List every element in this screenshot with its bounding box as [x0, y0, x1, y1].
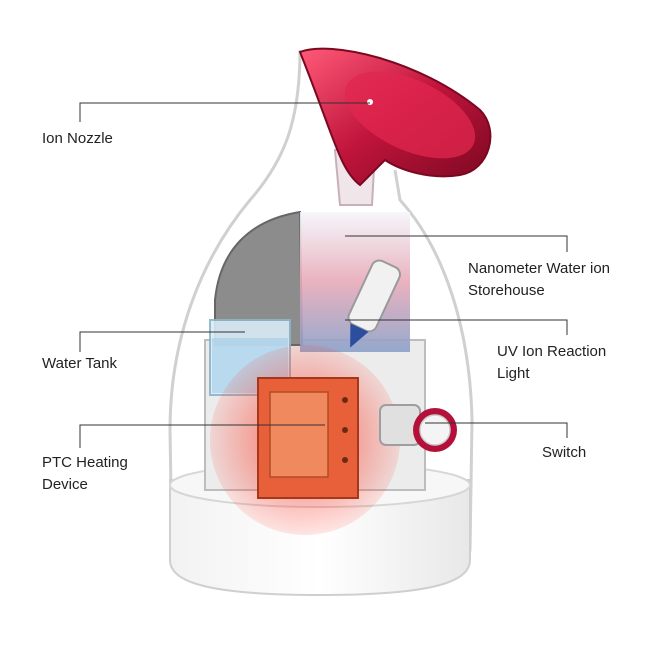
label-uv-ion-reaction-light: UV Ion Reaction Light: [497, 341, 606, 385]
label-ion-nozzle: Ion Nozzle: [42, 128, 113, 150]
ptc-text-line1: PTC Heating: [42, 454, 128, 471]
leader-line-ion-nozzle: [79, 102, 370, 122]
nozzle-highlight: [367, 99, 373, 105]
leader-line-nanometer: [345, 235, 568, 252]
ptc-text-line2: Device: [42, 476, 88, 493]
ion-nozzle-mouth: [344, 71, 476, 159]
label-ptc-heating-device: PTC Heating Device: [42, 452, 128, 496]
switch-knob: [419, 414, 451, 446]
label-water-tank: Water Tank: [42, 353, 117, 375]
ptc-bolt: [342, 397, 348, 403]
uv-text-line2: Light: [497, 365, 530, 382]
uv-light: [347, 259, 401, 348]
uv-text-line1: UV Ion Reaction: [497, 343, 607, 360]
nanometer-text-line1: Nanometer Water ion: [468, 260, 611, 277]
water-tank-text: Water Tank: [42, 355, 118, 372]
leader-line-ptc: [79, 424, 325, 448]
label-switch: Switch: [542, 442, 586, 464]
ptc-heater-plate: [269, 391, 329, 478]
leader-line-water-tank: [79, 331, 245, 352]
ion-nozzle-text: Ion Nozzle: [42, 130, 113, 147]
label-nanometer-water-ion-storehouse: Nanometer Water ion Storehouse: [468, 258, 610, 302]
leader-line-uv: [345, 319, 568, 335]
ptc-bolt: [342, 457, 348, 463]
switch-text: Switch: [542, 444, 587, 461]
leader-line-switch: [425, 422, 568, 438]
nanometer-text-line2: Storehouse: [468, 282, 545, 299]
steamer-body-outline: [168, 49, 474, 552]
ptc-bolt: [342, 427, 348, 433]
